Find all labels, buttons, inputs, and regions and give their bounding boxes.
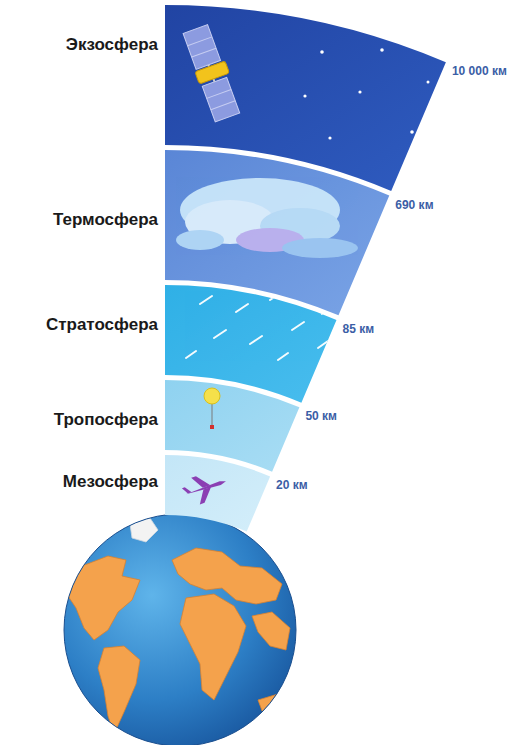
- layer-name: Стратосфера: [46, 315, 158, 335]
- altitude-label: 50 км: [305, 409, 337, 423]
- atmosphere-band: Термосфера 690 км: [0, 150, 526, 317]
- atmosphere-band: Стратосфера 85 км: [0, 285, 526, 405]
- atmosphere-band: Тропосфера 50 км: [0, 380, 526, 474]
- layer-name: Мезосфера: [63, 472, 158, 492]
- layer-name: Экзосфера: [66, 35, 158, 55]
- layer-name: Термосфера: [53, 210, 158, 230]
- layer-name: Тропосфера: [54, 410, 158, 430]
- altitude-label: 85 км: [343, 322, 375, 336]
- band-shape: [0, 285, 526, 405]
- altitude-label: 690 км: [395, 198, 433, 212]
- band-shape: [0, 150, 526, 317]
- altitude-label: 10 000 км: [452, 64, 507, 78]
- altitude-label: 20 км: [276, 478, 308, 492]
- band-shape: [0, 455, 526, 534]
- atmosphere-band: Мезосфера 20 км: [0, 455, 526, 534]
